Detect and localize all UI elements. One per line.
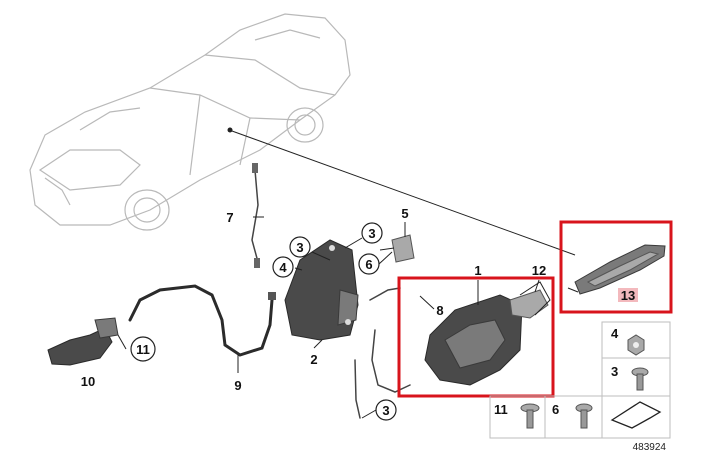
callout-4[interactable]: 4 (272, 256, 294, 278)
callout-3c[interactable]: 3 (375, 399, 397, 421)
part-10-carrier (47, 317, 119, 366)
cable-end (268, 292, 276, 300)
fastener-table (489, 321, 671, 439)
callout-13-label: 13 (621, 288, 635, 303)
part-1-handle-carrier (424, 281, 551, 386)
part-13-door-handle (567, 244, 666, 295)
callout-5-label[interactable]: 5 (401, 206, 408, 221)
table-row3b-label: 6 (552, 402, 559, 417)
callout-3b-label: 3 (368, 226, 375, 241)
callout-10-label[interactable]: 10 (81, 374, 95, 389)
diagram-number: 483924 (633, 442, 667, 453)
callout-4-label: 4 (279, 260, 287, 275)
car-to-handle-leader (231, 130, 576, 256)
callout-3a-label: 3 (296, 240, 303, 255)
part-2-lock (284, 239, 359, 341)
part-5-striker (379, 234, 415, 263)
callout-3b[interactable]: 3 (361, 222, 383, 244)
callout-2-label[interactable]: 2 (310, 352, 317, 367)
part-7-rod (251, 163, 260, 268)
callout-11-label: 11 (136, 342, 150, 357)
callout-6-label: 6 (365, 257, 372, 272)
callout-11[interactable]: 11 (130, 336, 156, 362)
table-row1-label: 4 (611, 326, 619, 341)
car-outline (29, 13, 351, 231)
callout-1-label[interactable]: 1 (474, 263, 481, 278)
callout-6[interactable]: 6 (358, 253, 380, 275)
callout-leaders (117, 216, 540, 419)
highlight-box-part-13 (559, 220, 673, 314)
callout-8-label[interactable]: 8 (436, 303, 443, 318)
table-row2-label: 3 (611, 364, 618, 379)
callout-12-label[interactable]: 12 (532, 263, 546, 278)
callout-3a[interactable]: 3 (289, 236, 311, 258)
table-row3a-label: 11 (494, 402, 508, 417)
callout-7-label[interactable]: 7 (226, 210, 233, 225)
callout-9-label[interactable]: 9 (234, 378, 241, 393)
callout-13[interactable]: 13 (618, 288, 638, 303)
part-8-cable (369, 287, 401, 301)
callout-3c-label: 3 (382, 403, 389, 418)
highlight-box-part-1 (397, 276, 555, 398)
part-9-cable (128, 284, 274, 357)
